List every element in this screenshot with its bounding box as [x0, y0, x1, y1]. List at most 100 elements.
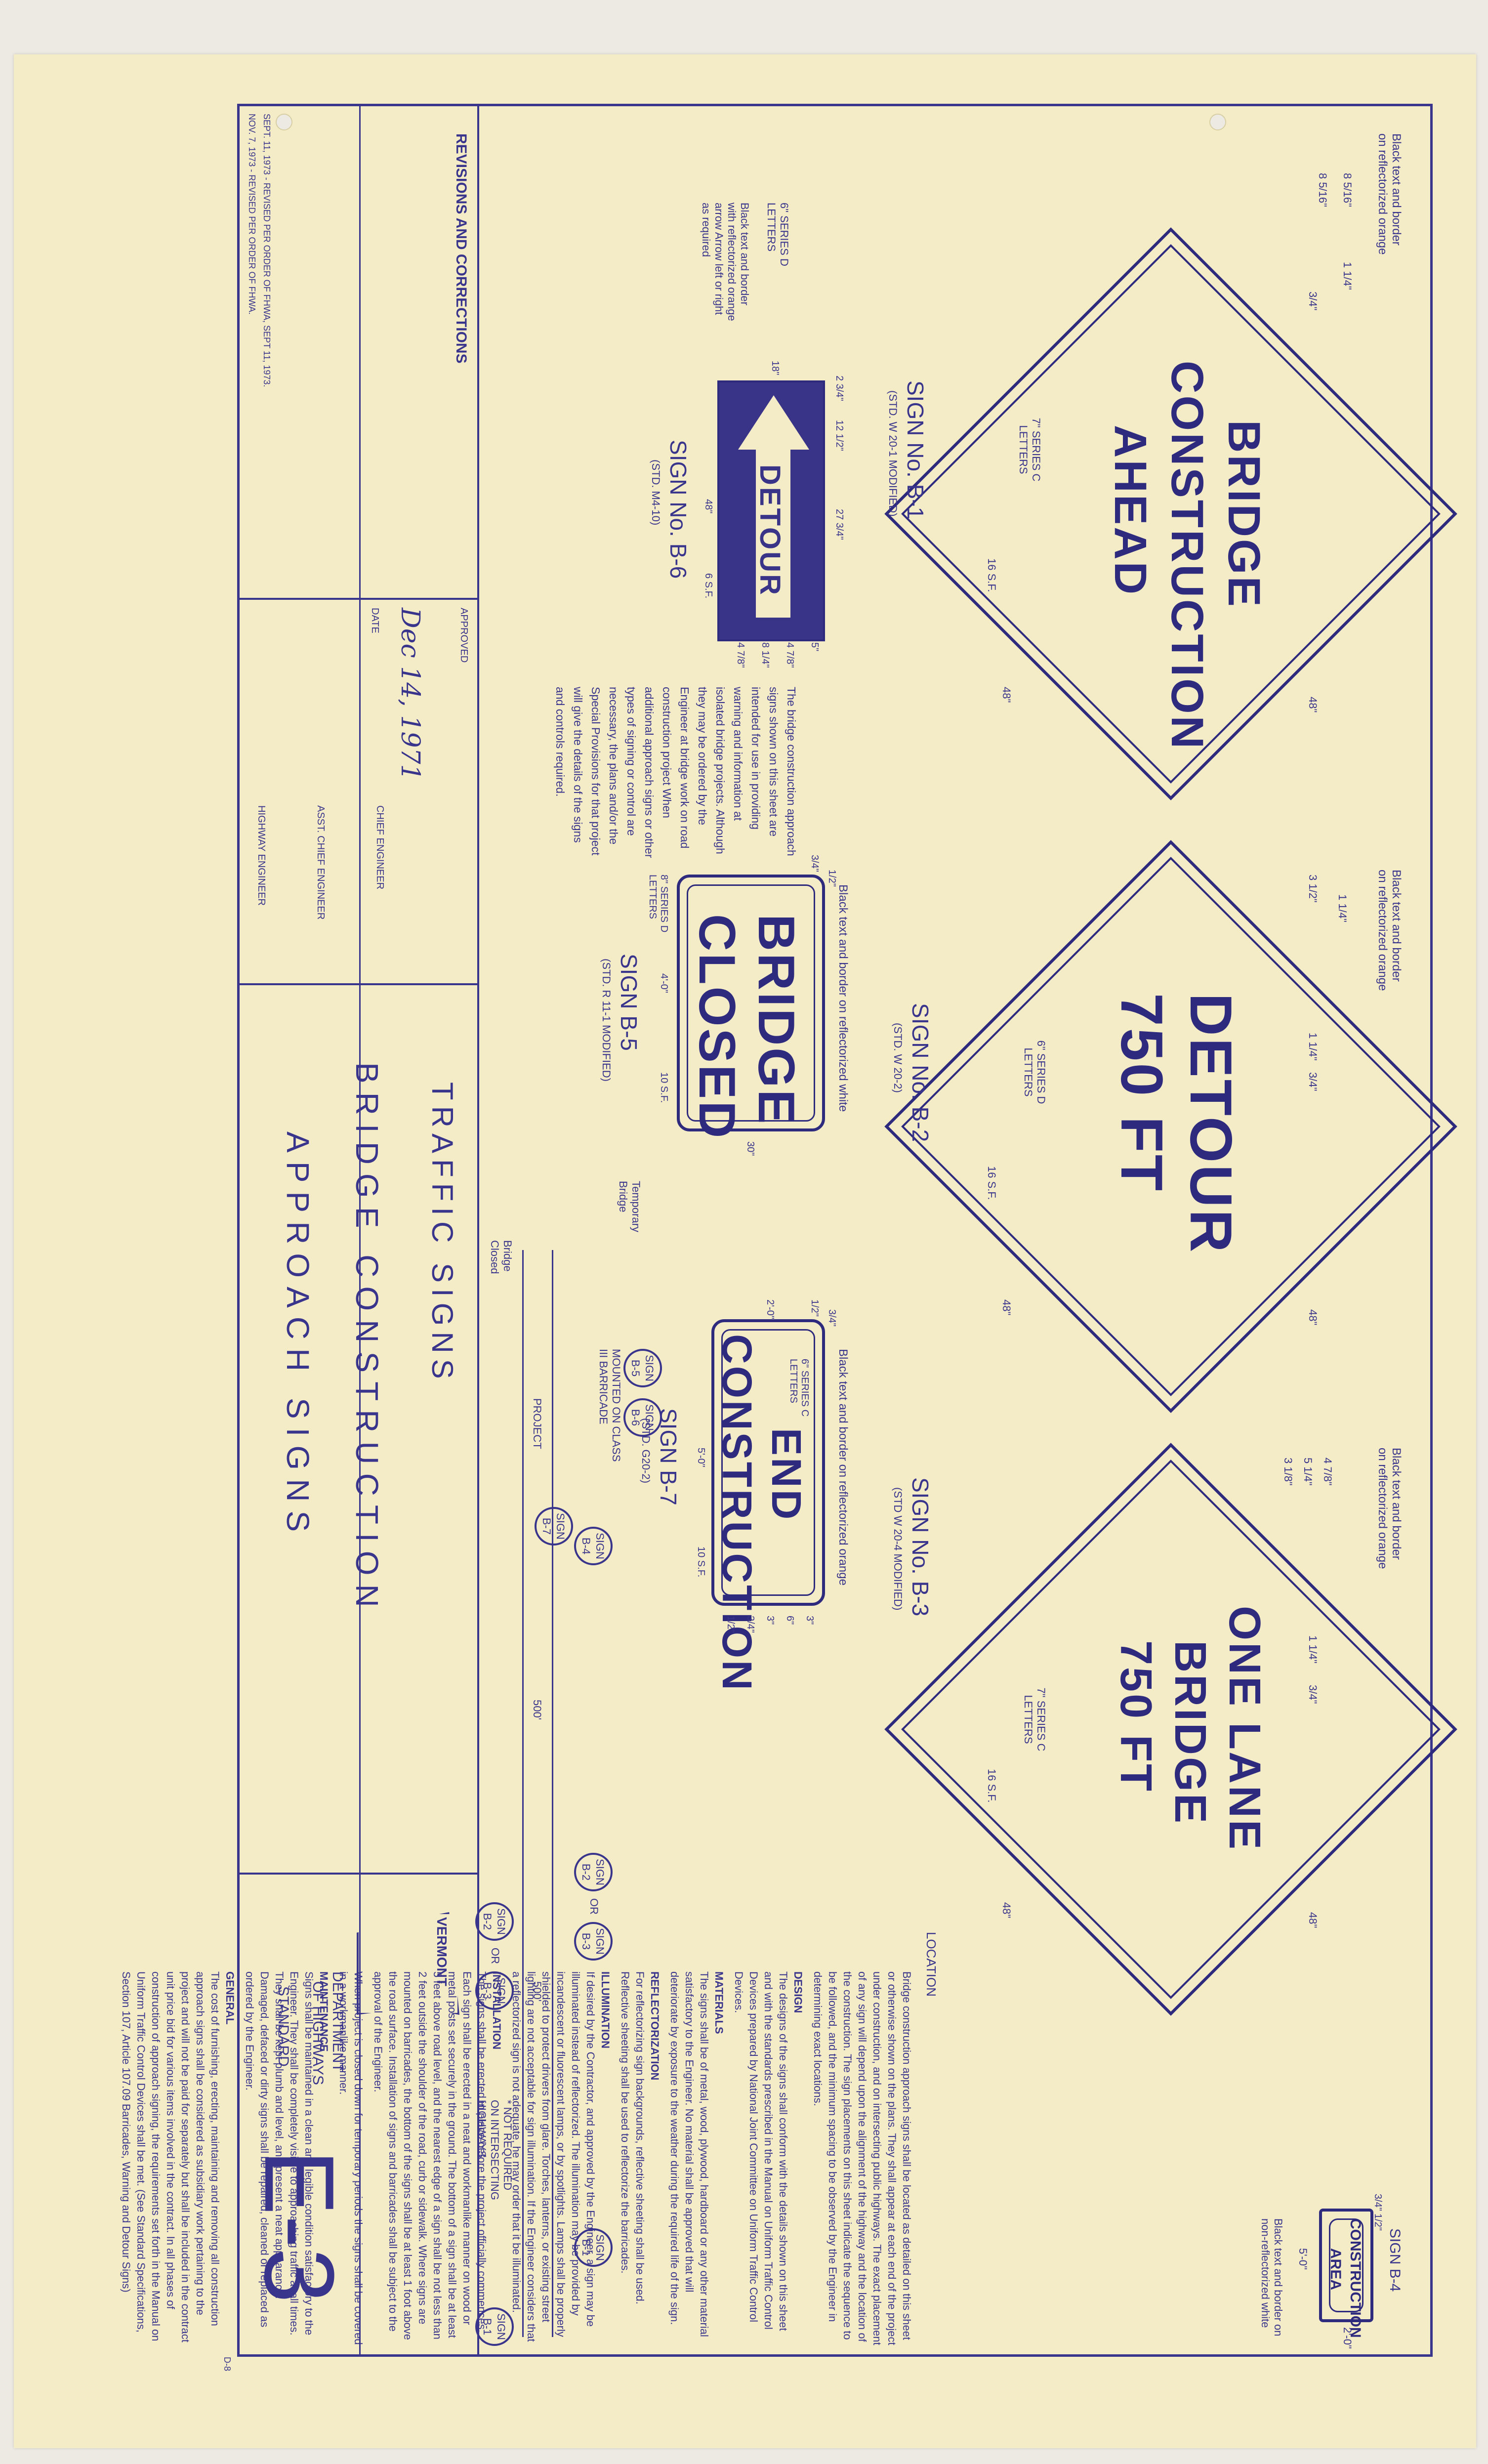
sign-b4-line2: AREA: [1327, 2248, 1344, 2291]
sign-b1-dim: 16 S.F.: [986, 558, 998, 592]
sign-b2-note: Black text and border on reflectorized o…: [1376, 870, 1403, 991]
sign-b2-dim: 48": [1307, 1309, 1319, 1326]
sign-b4-note: Black text and border on non-reflectoriz…: [1259, 2218, 1284, 2337]
sign-b4-dim: 2'-0": [1341, 2327, 1354, 2349]
general-notes: Bridge construction approach signs shall…: [114, 1971, 914, 2347]
note-install: The signs shall be erected in place befo…: [372, 1971, 488, 2340]
sign-b1-line3: AHEAD: [1105, 425, 1156, 597]
sign-b2-dim: 48": [1000, 1299, 1013, 1316]
sign-b1-dim: 3/4": [1307, 292, 1319, 311]
sign-b3-dim: 3 1/8": [1282, 1458, 1294, 1486]
sign-b4-marker: SIGN B-4: [574, 1527, 613, 1565]
sign-b1-dim: 1 1/4": [1341, 262, 1354, 290]
note-header: DESIGN: [792, 1971, 804, 2013]
sign-b4-dim: 3/4": [1372, 2194, 1383, 2211]
sign-b6-std: (STD. M4-10): [650, 459, 662, 526]
sign-b5-line1: BRIDGE: [747, 914, 805, 1126]
project-label: PROJECT: [531, 1398, 543, 1449]
department-label: DEPARTMENT: [330, 1971, 346, 2072]
sign-b6-dim: 2 3/4": [834, 376, 845, 401]
sign-b5-dim: 30": [745, 1141, 756, 1156]
sheet-number: E-3: [244, 2149, 354, 2303]
bridge-closed-label: Bridge Closed: [489, 1240, 514, 1274]
sign-b4-line1: CONSTRUCTION: [1347, 2218, 1364, 2338]
arrow-icon: [738, 395, 809, 450]
punch-hole: [1209, 114, 1226, 130]
sign-b3-dim: 48": [1000, 1902, 1013, 1919]
revisions-header: REVISIONS AND CORRECTIONS: [453, 133, 469, 364]
title-block-vline: [237, 983, 479, 985]
sign-b7-dim: 1/2": [725, 1616, 736, 1633]
sign-b3-line2: BRIDGE: [1165, 1640, 1215, 1826]
sign-b6-dim: 27 3/4": [834, 509, 845, 540]
note-general: The cost of furnishing, erecting, mainta…: [120, 1971, 221, 2342]
sign-b5-dim: 3/4": [809, 855, 820, 872]
date-value: Dec 14, 1971: [395, 608, 425, 781]
or-label: OR: [588, 1898, 600, 1915]
sign-b7-dim: 3/4": [827, 1309, 837, 1327]
note-header: MATERIALS: [713, 1971, 725, 2034]
sign-b1-dim: 8 5/16": [1341, 173, 1354, 207]
sign-b3-marker: SIGN B-3: [574, 1922, 613, 1961]
sign-b2-letters: 6" SERIES D LETTERS: [1022, 1040, 1047, 1104]
drawing-code: D-8: [222, 2357, 232, 2372]
title-line-1: TRAFFIC SIGNS: [426, 1082, 459, 1385]
title-line-2: BRIDGE CONSTRUCTION: [349, 1062, 385, 1616]
sign-b2-dim: 3 1/2": [1307, 875, 1319, 903]
chief-engineer-label: CHIEF ENGINEER: [374, 805, 385, 890]
sign-b3-dim: 16 S.F.: [986, 1769, 998, 1803]
sign-b3-note: Black text and border on reflectorized o…: [1376, 1448, 1403, 1569]
sign-b1-dim: 48": [1000, 687, 1013, 703]
sign-b2-line2: 750 FT: [1109, 993, 1175, 1193]
standard-label: STANDARD: [275, 1986, 291, 2067]
sign-b7-marker: SIGN B-7: [535, 1507, 573, 1545]
sign-b5-caption: SIGN B-5: [616, 954, 642, 1051]
sign-b2-caption: SIGN No. B-2: [908, 1003, 933, 1142]
note-header: INSTALLATION: [491, 1971, 503, 2050]
sign-b6-dim: 5": [809, 642, 820, 652]
sign-b1-caption: SIGN No. B-1: [903, 380, 928, 520]
sign-b2-dim: 1 1/4": [1307, 1033, 1319, 1061]
sign-b7-note: Black text and border on reflectorized o…: [836, 1349, 850, 1586]
sign-b1-dim: 8 5/16": [1317, 173, 1329, 207]
sign-b7-dim: 2'-0": [765, 1299, 776, 1319]
vermont-label: VERMONT: [434, 1917, 450, 1986]
sign-b3-letters: 7" SERIES C LETTERS: [1022, 1687, 1047, 1752]
sign-b6-dim: 12 1/2": [834, 420, 845, 451]
sign-b4-caption: SIGN B-4: [1387, 2228, 1403, 2292]
sign-b5-std: (STD. R 11-1 MODIFIED): [600, 959, 613, 1082]
sign-b3-dim: 5 1/4": [1302, 1458, 1314, 1486]
sign-b6-letters: 6" SERIES D LETTERS: [765, 203, 790, 266]
sign-b5-note: Black text and border on reflectorized w…: [836, 884, 850, 1112]
sign-b5-letters: 8" SERIES D LETTERS: [647, 875, 669, 933]
sign-b6-caption: SIGN No. B-6: [665, 440, 691, 579]
sign-b7-line1: END: [763, 1428, 810, 1522]
note-illum: If desired by the Contractor, and approv…: [510, 1971, 597, 2342]
sign-b2-dim: 16 S.F.: [986, 1166, 998, 1200]
sign-b6-marker: SIGN B-6: [623, 1398, 662, 1437]
sign-b1-dim: 48": [1307, 697, 1319, 713]
sign-b6-word: DETOUR: [754, 464, 786, 597]
sign-b2-line1: DETOUR: [1178, 993, 1244, 1254]
sign-b7-dim: 10 S.F.: [696, 1546, 706, 1578]
note-design: The designs of the signs shall conform w…: [733, 1971, 789, 2331]
sign-b6-dim: 8 1/4": [760, 642, 771, 668]
sign-b7-dim: 3": [765, 1616, 776, 1625]
distance-label: 500': [531, 1700, 543, 1720]
sign-b6-dim: 4 7/8": [785, 642, 795, 668]
sign-b3-line1: ONE LANE: [1220, 1606, 1269, 1852]
sign-b3-dim: 3/4": [1307, 1685, 1319, 1704]
sign-b7-letters: 6" SERIES C LETTERS: [788, 1359, 810, 1417]
sign-b1-note: Black text and border on reflectorized o…: [1376, 133, 1403, 255]
sign-b4-dim: 1/2": [1372, 2213, 1383, 2231]
title-line-3: APPROACH SIGNS: [280, 1131, 316, 1541]
sign-b7-dim: 1/2": [809, 1299, 820, 1317]
sign-b5-dim: 10 S.F.: [659, 1072, 669, 1103]
sign-b3-dim: 1 1/4": [1307, 1635, 1319, 1664]
note-reflect: For reflectorizing sign backgrounds, ref…: [619, 1971, 646, 2304]
sign-b2-std: (STD. W 20-2): [892, 1023, 904, 1093]
highway-engineer-label: HIGHWAY ENGINEER: [256, 805, 267, 906]
sign-b7-dim: 6": [785, 1616, 795, 1625]
sign-b4-dim: 5'-0": [1297, 2248, 1309, 2270]
sign-b6-note: Black text and border with reflectorized…: [700, 203, 751, 321]
